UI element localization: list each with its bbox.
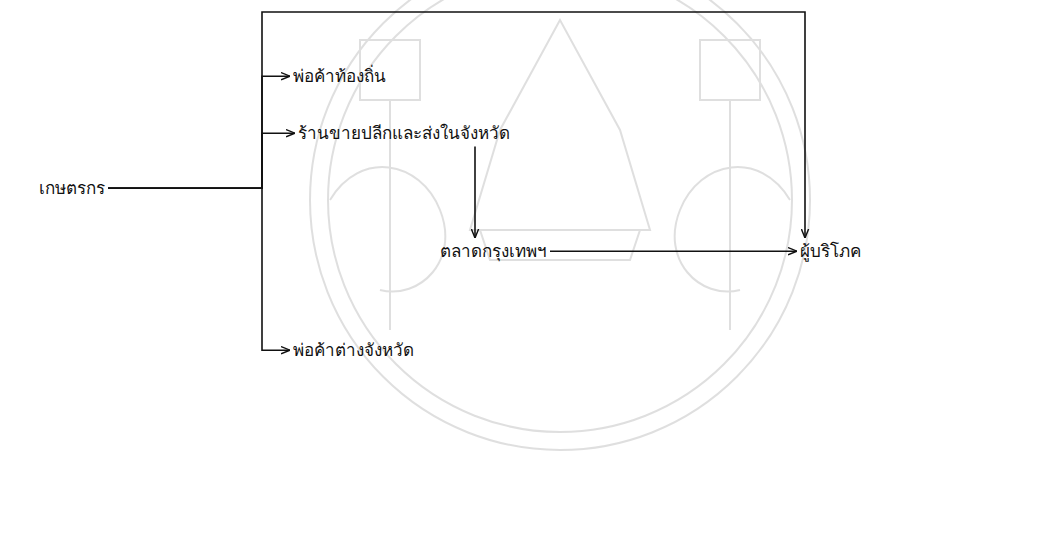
seal-ornament <box>330 167 445 291</box>
flow-arrow <box>108 188 290 350</box>
channel-label: ผู้บริโภค <box>797 238 864 264</box>
node-text: เกษตรกร <box>39 178 105 198</box>
node-text: พ่อค้าท้องถิ่น <box>293 66 386 86</box>
node-text: ตลาดกรุงเทพฯ <box>440 241 547 261</box>
channel-label: พ่อค้าท้องถิ่น <box>290 63 389 89</box>
channel-label: ร้านขายปลีกและส่งในจังหวัด <box>295 120 513 146</box>
seal-ring <box>328 0 792 432</box>
channel-label: พ่อค้าต่างจังหวัด <box>290 337 417 363</box>
seal-parasol <box>700 40 760 100</box>
source-label: เกษตรกร <box>36 175 108 201</box>
flow-arrow <box>474 146 476 238</box>
node-text: พ่อค้าต่างจังหวัด <box>293 340 414 360</box>
flow-arrow <box>108 133 295 188</box>
flow-arrow <box>550 250 797 252</box>
node-text: ร้านขายปลีกและส่งในจังหวัด <box>298 123 510 143</box>
seal-ornament <box>675 167 790 291</box>
node-text: ผู้บริโภค <box>800 241 861 261</box>
flow-arrow <box>108 12 805 238</box>
channel-label: ตลาดกรุงเทพฯ <box>437 238 550 264</box>
